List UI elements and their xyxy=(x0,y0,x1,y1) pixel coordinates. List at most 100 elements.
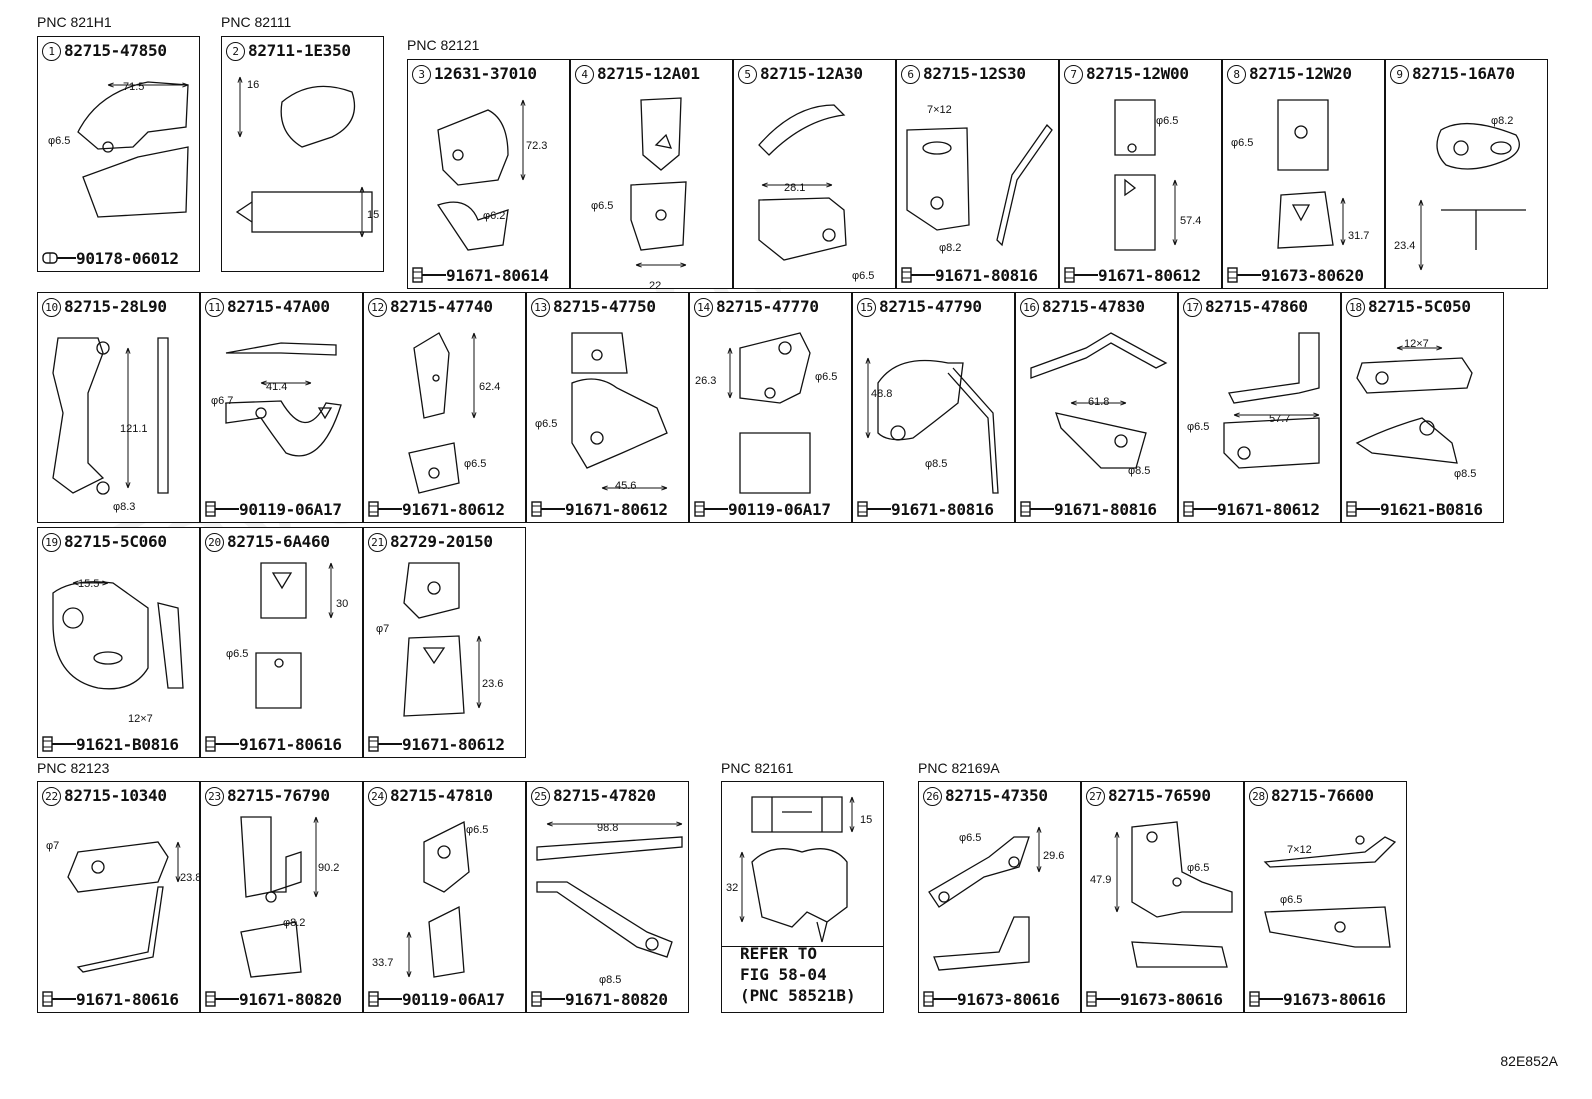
dimension-label: φ7 xyxy=(376,623,390,635)
part-number: 82715-12A30 xyxy=(760,64,863,83)
dimension-label: φ6.5 xyxy=(464,458,487,470)
fastener-callout: 91673-80616 xyxy=(1086,990,1223,1009)
part-drawing xyxy=(1277,99,1346,249)
fastener-part-number: 91673-80616 xyxy=(957,990,1060,1009)
bolt-icon xyxy=(368,500,402,519)
part-drawing xyxy=(571,332,668,491)
dimension-label: 26.3 xyxy=(695,375,717,387)
dimension-label: φ8.5 xyxy=(925,458,948,470)
callout-number: 10 xyxy=(42,298,61,317)
dimension-label: φ6.2 xyxy=(483,210,506,222)
divider xyxy=(722,946,883,947)
callout-number: 28 xyxy=(1249,787,1268,806)
dimension-label: 72.3 xyxy=(526,140,548,152)
fastener-callout: 91673-80616 xyxy=(1249,990,1386,1009)
fastener-part-number: 90178-06012 xyxy=(76,249,179,268)
fastener-part-number: 91671-80614 xyxy=(446,266,549,285)
part-drawing xyxy=(67,841,181,973)
part-drawing xyxy=(1263,835,1397,948)
dimension-label: φ6.5 xyxy=(1280,894,1303,906)
part-number: 82715-12W00 xyxy=(1086,64,1189,83)
callout-number: 4 xyxy=(575,65,594,84)
fastener-part-number: 90119-06A17 xyxy=(728,500,831,519)
fastener-part-number: 90119-06A17 xyxy=(239,500,342,519)
fastener-callout: 91671-80616 xyxy=(42,990,179,1009)
callout-number: 17 xyxy=(1183,298,1202,317)
callout-number: 25 xyxy=(531,787,550,806)
dimension-label: 12×7 xyxy=(128,713,153,725)
dimension-label: 45.6 xyxy=(615,480,637,492)
callout-number: 13 xyxy=(531,298,550,317)
dimension-label: φ8.5 xyxy=(1128,465,1151,477)
dimension-label: 32 xyxy=(726,882,739,894)
part-number: 82715-47830 xyxy=(1042,297,1145,316)
part-drawing xyxy=(1030,332,1168,469)
part-number: 82715-47810 xyxy=(390,786,493,805)
part-number: 82715-76790 xyxy=(227,786,330,805)
dimension-label: φ7 xyxy=(46,840,60,852)
callout-number: 7 xyxy=(1064,65,1083,84)
fastener-callout: 91671-80820 xyxy=(531,990,668,1009)
refer-note[interactable]: REFER TO FIG 58-04 (PNC 58521B) xyxy=(740,944,856,1005)
dimension-label: 30 xyxy=(336,598,349,610)
dimension-label: 28.1 xyxy=(784,182,806,194)
part-drawing xyxy=(52,337,169,495)
callout-number: 5 xyxy=(738,65,757,84)
bolt-icon xyxy=(1227,266,1261,285)
fastener-callout: 91621-B0816 xyxy=(42,735,179,754)
callout-number: 18 xyxy=(1346,298,1365,317)
dimension-label: 71.5 xyxy=(123,81,145,93)
clip-drawing xyxy=(739,796,855,943)
part-drawing xyxy=(436,99,526,251)
fastener-part-number: 91671-80612 xyxy=(565,500,668,519)
pnc-label: PNC 82161 xyxy=(721,760,794,776)
dimension-label: 23.4 xyxy=(1394,240,1416,252)
callout-number: 27 xyxy=(1086,787,1105,806)
fastener-callout: 91671-80612 xyxy=(368,735,505,754)
fastener-part-number: 91621-B0816 xyxy=(1380,500,1483,519)
part-drawing xyxy=(536,821,683,958)
dimension-label: 90.2 xyxy=(318,862,340,874)
